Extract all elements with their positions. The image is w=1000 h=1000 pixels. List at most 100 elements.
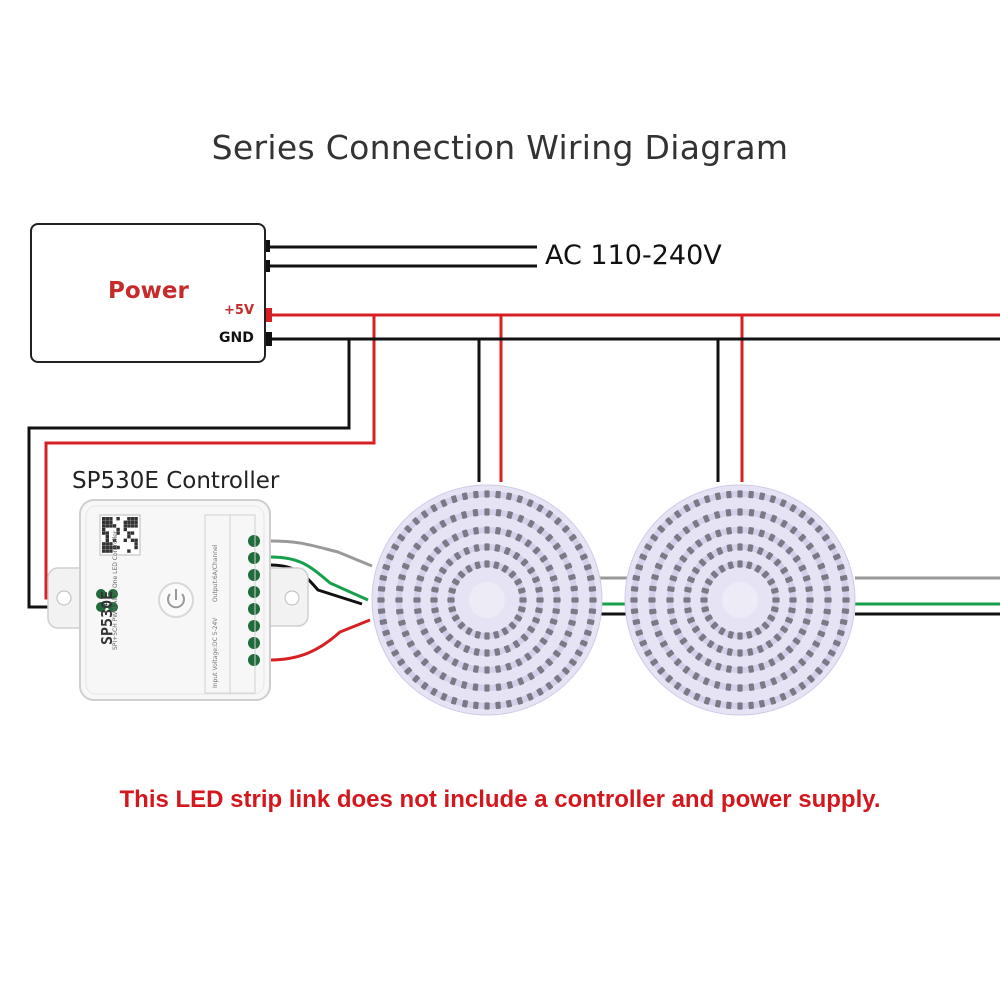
led-chip	[814, 525, 823, 533]
led-chip	[524, 539, 532, 548]
led-chip	[401, 630, 410, 638]
led-chip	[841, 586, 850, 592]
led-chip	[416, 618, 425, 625]
led-chip	[759, 681, 767, 689]
led-chip	[433, 645, 442, 654]
led-chip	[657, 666, 666, 675]
led-chip	[586, 618, 595, 626]
led-chip	[517, 677, 525, 686]
led-chip	[571, 597, 579, 603]
sp530e-controller	[47, 499, 309, 701]
led-chip	[683, 687, 691, 696]
led-chip	[780, 519, 788, 528]
led-chip	[714, 699, 722, 708]
led-chip	[552, 586, 560, 593]
led-chip	[630, 586, 639, 592]
led-chip	[404, 525, 413, 533]
led-chip	[579, 639, 588, 647]
led-chip	[494, 544, 501, 552]
led-chip	[806, 597, 814, 603]
led-chip	[817, 562, 826, 570]
controller-subtitle-text: SPI+5CH PWM All in One LED Controller	[112, 530, 119, 650]
led-chip	[823, 608, 831, 615]
led-chip	[545, 628, 554, 636]
led-chip	[765, 551, 774, 561]
led-chip	[827, 543, 836, 551]
led-chip	[788, 586, 796, 593]
led-chip	[842, 597, 850, 603]
led-chip	[805, 542, 814, 551]
led-chip	[401, 562, 410, 570]
led-chip	[517, 606, 526, 613]
led-chip	[564, 630, 573, 638]
led-chip	[747, 527, 754, 535]
led-chip	[429, 526, 438, 535]
led-chip	[669, 618, 678, 625]
led-chip	[552, 608, 560, 615]
led-chip	[714, 511, 721, 519]
led-chip	[785, 546, 794, 555]
led-chip	[666, 597, 674, 603]
led-chip	[777, 539, 785, 548]
terminal-screw	[248, 654, 260, 666]
ac-voltage-label: AC 110-240V	[545, 240, 722, 271]
led-chip	[683, 504, 691, 513]
led-chip	[737, 526, 743, 534]
led-chip	[588, 608, 597, 614]
led-chip	[457, 621, 466, 630]
terminal-screw	[248, 620, 260, 632]
terminal-screw	[248, 637, 260, 649]
led-chip	[748, 508, 755, 517]
led-chip	[559, 640, 568, 648]
led-chip	[710, 621, 719, 630]
led-chip	[839, 574, 848, 582]
led-chip	[484, 526, 490, 534]
led-chip	[460, 681, 468, 689]
led-chip	[404, 666, 413, 675]
data-wires-link	[600, 576, 1000, 616]
led-chip	[433, 546, 442, 555]
led-chip	[780, 625, 789, 634]
led-chip	[453, 551, 462, 561]
led-chip	[586, 574, 595, 582]
led-chip	[473, 490, 479, 499]
led-chip	[406, 552, 415, 560]
led-chip	[501, 627, 509, 636]
led-chip	[768, 533, 776, 542]
led-chip	[673, 658, 682, 667]
led-chip	[748, 490, 754, 499]
led-chip	[767, 614, 776, 622]
led-chip	[517, 514, 525, 523]
led-chip	[673, 533, 682, 542]
led-chip	[570, 585, 578, 592]
led-chip	[698, 633, 707, 642]
led-chip	[397, 658, 406, 667]
led-chip	[520, 633, 529, 642]
led-chip	[754, 564, 762, 573]
led-chip	[714, 492, 722, 501]
led-chip	[379, 618, 388, 626]
led-chip	[472, 665, 479, 673]
led-chip	[382, 629, 391, 637]
led-chip	[817, 630, 826, 638]
led-chip	[727, 561, 734, 570]
led-chip	[413, 649, 422, 658]
led-chip	[827, 649, 836, 657]
led-chip	[673, 510, 682, 519]
led-chip	[484, 508, 490, 516]
led-chip	[701, 587, 710, 594]
led-chip	[395, 597, 403, 603]
terminal-screw	[248, 535, 260, 547]
led-chip	[519, 597, 527, 603]
led-chip	[449, 677, 457, 686]
led-chip	[758, 529, 765, 538]
led-chip	[754, 627, 762, 636]
controller-spec-output: Output:6A/Channel	[212, 544, 219, 602]
led-chip	[545, 510, 554, 519]
led-chip	[792, 637, 801, 645]
led-chip	[545, 658, 554, 667]
led-chip	[747, 544, 754, 552]
led-chip	[737, 649, 743, 657]
diagram-title: Series Connection Wiring Diagram	[211, 128, 789, 167]
led-chip	[412, 517, 421, 526]
